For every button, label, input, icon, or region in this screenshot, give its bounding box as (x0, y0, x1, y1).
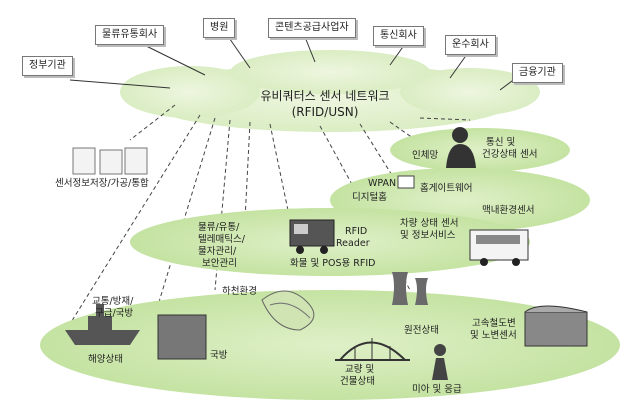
nuclear-plant-icon (392, 272, 428, 305)
bus-icon (469, 229, 529, 266)
label-vehicle-line2: 및 정보서비스 (400, 230, 456, 241)
label-cargo-pos-rfid: 화물 및 POS용 RFID (290, 258, 376, 269)
label-bridge-line2: 건물상태 (340, 376, 375, 387)
box-logistics-company: 물류유통회사 (95, 25, 165, 45)
label-rfid: RFID (345, 226, 368, 237)
box-content-provider: 콘텐츠공급사업자 (268, 18, 356, 38)
network-title: 유비쿼터스 센서 네트워크 (260, 89, 390, 103)
label-railway-line1: 고속철도변 (472, 318, 516, 329)
box-financial-institution: 금융기관 (512, 63, 563, 83)
label-railway-line2: 및 노변센서 (470, 330, 517, 341)
ship-icon (65, 304, 140, 345)
defense-photo (157, 314, 207, 360)
label-pulse-env-sensor: 맥내환경센서 (482, 205, 535, 216)
label-home-gateway: 홈게이트웨어 (420, 183, 473, 194)
person-icon (446, 127, 476, 168)
wpan-device-icon (397, 175, 415, 189)
label-logistics-line1: 물류/유통/ (198, 222, 240, 233)
label-health-line1: 통신 및 (486, 137, 516, 148)
truck-icon (289, 219, 335, 254)
label-river-env: 하천환경 (222, 286, 257, 297)
label-traffic-line1: 교통/방재/ (92, 296, 134, 307)
label-sensor-storage: 센서정보저장/가공/통합 (55, 178, 149, 189)
network-cloud (120, 50, 540, 132)
bridge-icon (335, 338, 410, 361)
network-subtitle: (RFID/USN) (291, 105, 359, 119)
server-icon (72, 147, 148, 175)
label-logistics-line2: 텔레매틱스/ (198, 234, 245, 245)
train-icon (524, 305, 588, 347)
river-image (261, 290, 315, 331)
box-telecom-company: 통신회사 (373, 26, 424, 46)
label-ocean-state: 해양상태 (88, 354, 123, 365)
label-reader: Reader (336, 238, 370, 249)
box-government: 정부기관 (22, 56, 73, 76)
label-health-line2: 건강상태 센서 (482, 149, 538, 160)
label-nuclear-state: 원전상태 (404, 325, 439, 336)
label-child-emergency: 미아 및 응급 (412, 384, 462, 395)
label-bridge-line1: 교량 및 (345, 364, 375, 375)
label-wpan: WPAN (368, 178, 397, 189)
box-hospital: 병원 (203, 18, 236, 38)
label-body-network: 인체망 (412, 150, 439, 161)
label-logistics-line4: 보안관리 (202, 258, 237, 269)
box-transport-company: 운수회사 (445, 35, 496, 55)
label-vehicle-line1: 차량 상태 센서 (400, 218, 459, 229)
label-digital-home: 디지털홈 (352, 192, 387, 203)
child-icon (432, 344, 448, 380)
label-traffic-line2: 구급/국방 (95, 308, 134, 319)
label-national-defense: 국방 (210, 350, 228, 361)
label-logistics-line3: 물자관리/ (198, 246, 237, 257)
